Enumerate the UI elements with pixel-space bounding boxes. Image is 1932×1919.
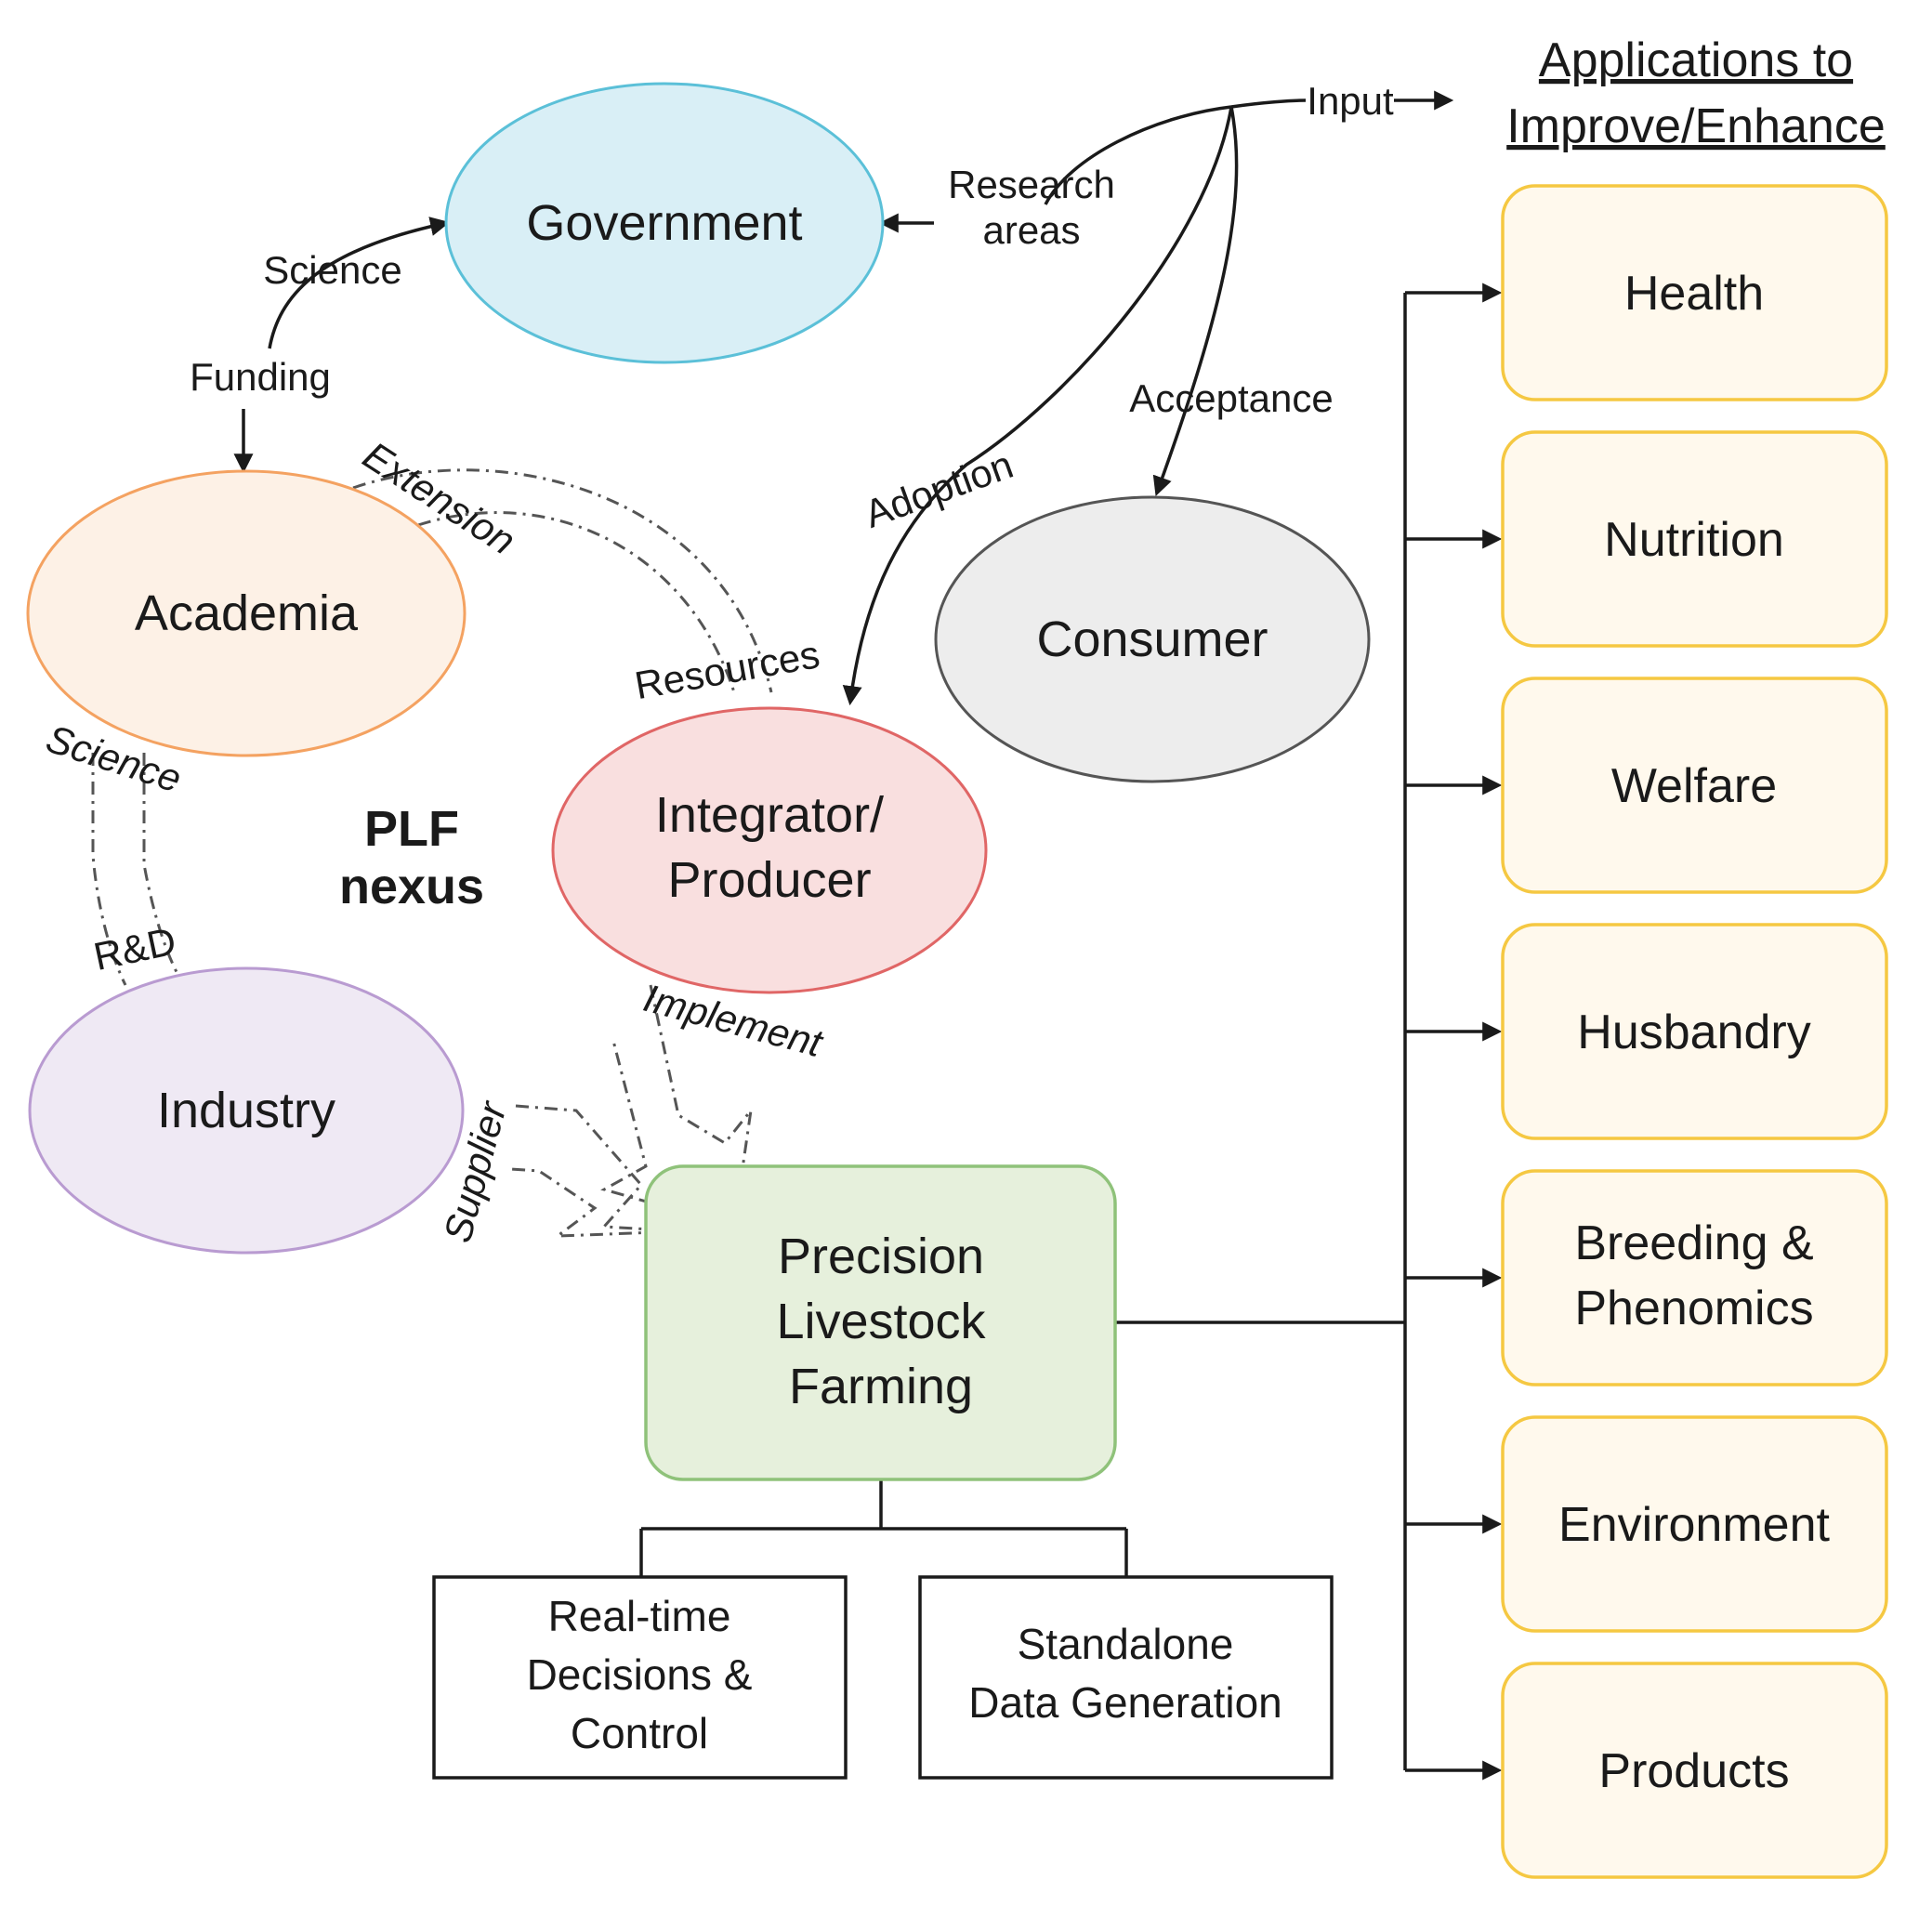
science-rnd-link-left	[91, 753, 127, 986]
adoption-arrow	[842, 106, 1233, 706]
acceptance-arrow	[1152, 106, 1239, 496]
application-environment-box	[1501, 1415, 1888, 1633]
application-welfare: Welfare	[1501, 677, 1888, 894]
application-health: Health	[1501, 184, 1888, 401]
application-welfare-label: Welfare	[1611, 759, 1777, 813]
application-breeding: Breeding & Phenomics	[1501, 1169, 1888, 1387]
application-husbandry-label: Husbandry	[1577, 1006, 1810, 1059]
science-funding-arrow-upper	[268, 217, 451, 349]
plf-to-outputs-line	[639, 1479, 1128, 1577]
application-husbandry-box	[1501, 923, 1888, 1140]
application-environment: Environment	[1501, 1415, 1888, 1633]
application-health-box	[1501, 184, 1888, 401]
applications-title-line2: Improve/Enhance	[1506, 99, 1886, 153]
input-label: Input	[1307, 79, 1394, 123]
consumer-label: Consumer	[1036, 611, 1268, 667]
application-products-box	[1501, 1662, 1888, 1879]
application-nutrition-label: Nutrition	[1604, 513, 1784, 567]
realtime-label-line3: Control	[571, 1709, 708, 1757]
plf-nexus-label-line1: PLF	[364, 801, 459, 857]
applications-title-line1: Applications to	[1539, 33, 1853, 87]
research-areas-label-line1: Research	[948, 163, 1115, 206]
application-health-label: Health	[1624, 267, 1764, 321]
application-products-label: Products	[1598, 1744, 1789, 1798]
integrator-label-line1: Integrator/	[655, 787, 884, 843]
government-label: Government	[526, 195, 802, 251]
input-line	[1230, 99, 1307, 109]
academia-label: Academia	[135, 585, 359, 641]
standalone-label-line1: Standalone	[1018, 1620, 1234, 1668]
integrator-node	[551, 706, 988, 994]
consumer-node	[934, 495, 1371, 783]
application-environment-label: Environment	[1558, 1498, 1830, 1552]
adoption-label: Adoption	[859, 442, 1019, 536]
funding-label: Funding	[190, 355, 331, 399]
rnd-label: R&D	[90, 919, 180, 979]
application-nutrition: Nutrition	[1501, 430, 1888, 648]
acceptance-label: Acceptance	[1129, 376, 1333, 420]
science-rnd-link-right	[142, 753, 183, 981]
research-curve	[1044, 105, 1232, 205]
industry-node	[28, 966, 465, 1255]
application-breeding-label-line2: Phenomics	[1574, 1282, 1813, 1335]
implement-arrow	[600, 984, 754, 1229]
extension-link-inner	[417, 511, 736, 693]
integrator-label-line2: Producer	[667, 852, 871, 908]
standalone-label-line2: Data Generation	[968, 1678, 1282, 1727]
academia-node	[26, 469, 467, 757]
plf-label-line2: Livestock	[776, 1294, 986, 1349]
research-areas-label-line2: areas	[982, 208, 1080, 252]
plf-label-line3: Farming	[789, 1359, 973, 1414]
plf-nexus-label-line2: nexus	[339, 859, 484, 914]
plf-label-line1: Precision	[778, 1229, 984, 1284]
standalone-data-box	[918, 1575, 1334, 1780]
realtime-decisions-box	[432, 1575, 848, 1780]
application-breeding-box	[1501, 1169, 1888, 1387]
application-nutrition-box	[1501, 430, 1888, 648]
science-top-label: Science	[263, 248, 401, 292]
resources-label: Resources	[632, 632, 823, 707]
realtime-label-line2: Decisions &	[527, 1650, 753, 1699]
plf-box	[644, 1164, 1117, 1481]
application-products: Products	[1501, 1662, 1888, 1879]
application-husbandry: Husbandry	[1501, 923, 1888, 1140]
application-breeding-label-line1: Breeding &	[1574, 1216, 1813, 1270]
extension-link-outer	[352, 468, 773, 693]
industry-label: Industry	[157, 1083, 335, 1138]
application-welfare-box	[1501, 677, 1888, 894]
government-node	[444, 82, 885, 364]
realtime-label-line1: Real-time	[548, 1592, 731, 1640]
